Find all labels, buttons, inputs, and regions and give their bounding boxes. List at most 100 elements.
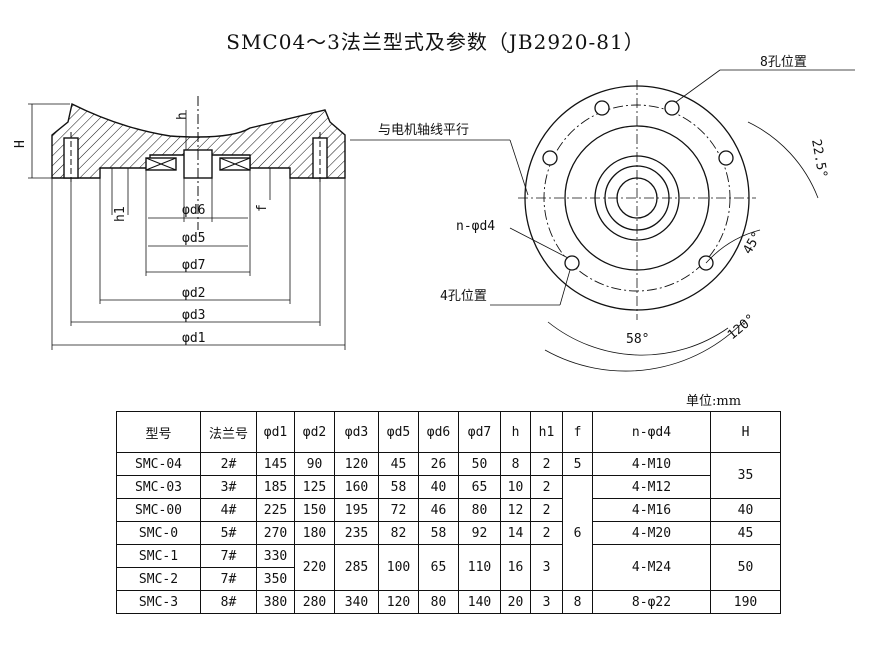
cell: 4# — [200, 498, 257, 522]
label-holes8: 8孔位置 — [760, 55, 807, 70]
cell: 4-M12 — [592, 475, 711, 499]
cell: 120 — [378, 590, 419, 614]
cell: 10 — [500, 475, 531, 499]
cell: 350 — [256, 567, 295, 591]
cell: 92 — [458, 521, 501, 545]
header-d6: φd6 — [418, 411, 459, 453]
header-d7: φd7 — [458, 411, 501, 453]
header-h1: h1 — [530, 411, 563, 453]
cell: 280 — [294, 590, 335, 614]
section-view — [28, 96, 346, 350]
cell: 50 — [710, 544, 781, 591]
cell: 6 — [562, 475, 593, 591]
cell: SMC-2 — [116, 567, 201, 591]
cell: 5# — [200, 521, 257, 545]
cell: SMC-3 — [116, 590, 201, 614]
header-d1: φd1 — [256, 411, 295, 453]
cell: 110 — [458, 544, 501, 591]
cell: 190 — [710, 590, 781, 614]
cell: SMC-03 — [116, 475, 201, 499]
table-row: SMC-1 7# 330 220 285 100 65 110 16 3 4-M… — [116, 544, 781, 591]
cell: 380 — [256, 590, 295, 614]
cell: 12 — [500, 498, 531, 522]
cell: 220 — [294, 544, 335, 591]
cell: 340 — [334, 590, 379, 614]
cell: 72 — [378, 498, 419, 522]
table-row: SMC-00 4# 225 150 195 72 46 80 12 2 4-M1… — [116, 498, 781, 522]
label-h1: h1 — [113, 206, 128, 222]
cell: 50 — [458, 452, 501, 476]
header-flange-no: 法兰号 — [200, 411, 257, 453]
cell: 7# — [200, 544, 257, 568]
table-header-row: 型号 法兰号 φd1 φd2 φd3 φd5 φd6 φd7 h h1 f n-… — [116, 411, 781, 453]
header-H: H — [710, 411, 781, 453]
label-d7: φd7 — [182, 258, 205, 273]
label-f: f — [255, 204, 270, 212]
cell: 225 — [256, 498, 295, 522]
cell: 45 — [378, 452, 419, 476]
cell: 8 — [562, 590, 593, 614]
cell: 4-M20 — [592, 521, 711, 545]
cell: 26 — [418, 452, 459, 476]
cell: 330 — [256, 544, 295, 568]
cell: 46 — [418, 498, 459, 522]
cell: 270 — [256, 521, 295, 545]
cell: 235 — [334, 521, 379, 545]
cell: 120 — [334, 452, 379, 476]
label-d3: φd3 — [182, 308, 205, 323]
cell: SMC-0 — [116, 521, 201, 545]
label-nd4: n-φd4 — [456, 219, 495, 234]
cell: 150 — [294, 498, 335, 522]
cell: 8 — [500, 452, 531, 476]
cell: 3 — [530, 544, 563, 591]
parameter-table: 型号 法兰号 φd1 φd2 φd3 φd5 φd6 φd7 h h1 f n-… — [116, 411, 781, 614]
page-title: SMC04～3法兰型式及参数（JB2920-81） — [226, 30, 645, 54]
header-h: h — [500, 411, 531, 453]
header-d3: φd3 — [334, 411, 379, 453]
cell: 58 — [378, 475, 419, 499]
label-d6: φd6 — [182, 203, 205, 218]
label-H: H — [13, 140, 28, 148]
cell: 140 — [458, 590, 501, 614]
cell: 40 — [418, 475, 459, 499]
cell: 80 — [418, 590, 459, 614]
header-d2: φd2 — [294, 411, 335, 453]
cell: 8# — [200, 590, 257, 614]
header-d5: φd5 — [378, 411, 419, 453]
cell: 90 — [294, 452, 335, 476]
label-angle-45: 45° — [740, 229, 765, 257]
cell: 2 — [530, 475, 563, 499]
cell: SMC-1 — [116, 544, 201, 568]
cell: 185 — [256, 475, 295, 499]
header-f: f — [562, 411, 593, 453]
cell: 2 — [530, 452, 563, 476]
cell: 35 — [710, 452, 781, 499]
unit-label: 单位:mm — [686, 394, 742, 409]
cell: 65 — [458, 475, 501, 499]
cell: 160 — [334, 475, 379, 499]
label-parallel: 与电机轴线平行 — [378, 123, 469, 138]
cell: 180 — [294, 521, 335, 545]
cell: 4-M16 — [592, 498, 711, 522]
flange-drawing: H h h1 f φd6 φd5 φd7 φd2 φd3 φd1 — [13, 55, 855, 372]
table-row: SMC-3 8# 380 280 340 120 80 140 20 3 8 8… — [116, 590, 781, 614]
table-row: SMC-0 5# 270 180 235 82 58 92 14 2 4-M20… — [116, 521, 781, 545]
cell: 20 — [500, 590, 531, 614]
cell: 40 — [710, 498, 781, 522]
cell: 145 — [256, 452, 295, 476]
table-row: SMC-2 7# 350 — [116, 567, 781, 591]
cell: 82 — [378, 521, 419, 545]
cell: 3 — [530, 590, 563, 614]
cell: 80 — [458, 498, 501, 522]
cell: 195 — [334, 498, 379, 522]
table-row: SMC-03 3# 185 125 160 58 40 65 10 2 6 4-… — [116, 475, 781, 591]
front-view — [350, 69, 855, 372]
cell: 45 — [710, 521, 781, 545]
cell: 8-φ22 — [592, 590, 711, 614]
cell: 58 — [418, 521, 459, 545]
label-d5: φd5 — [182, 231, 205, 246]
cell: 5 — [562, 452, 593, 476]
cell: 2 — [530, 498, 563, 522]
label-angle-22-5: 22.5° — [808, 138, 830, 179]
cell: 2 — [530, 521, 563, 545]
